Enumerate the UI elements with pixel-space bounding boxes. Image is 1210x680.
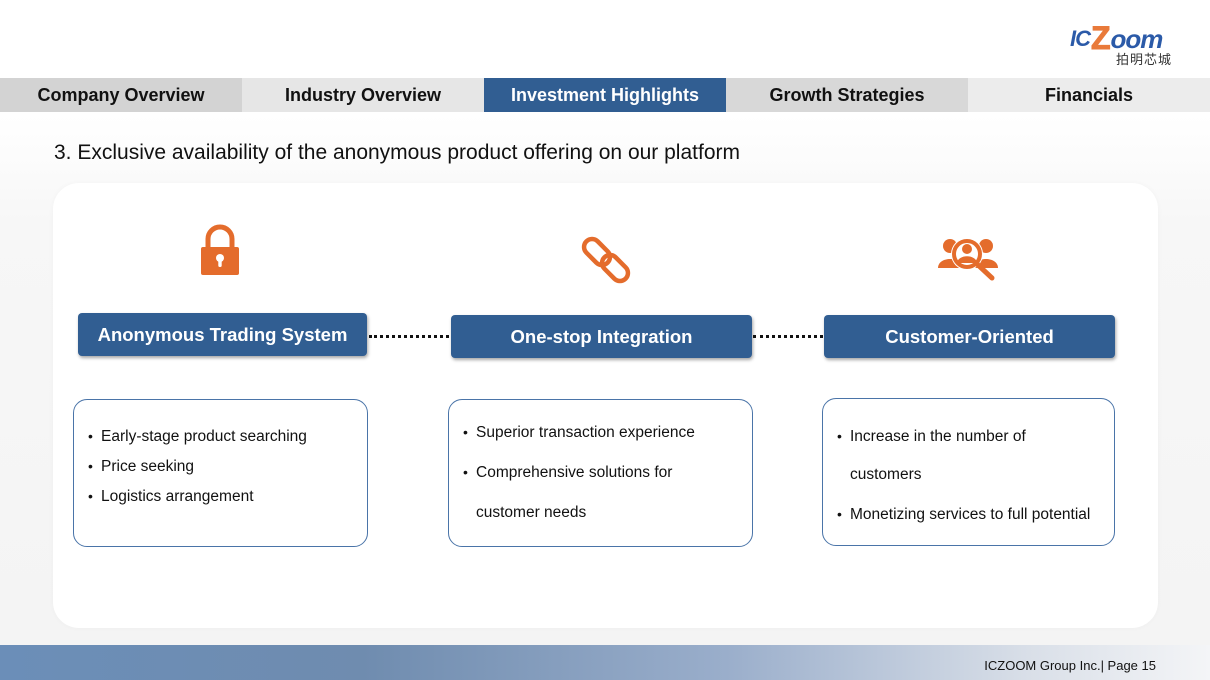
pillar-title-anonymous-trading: Anonymous Trading System <box>78 313 367 356</box>
page-title: 3. Exclusive availability of the anonymo… <box>54 141 740 164</box>
bullet-box-one-stop-integration: Superior transaction experience Comprehe… <box>448 399 753 547</box>
dotted-connector <box>753 335 823 338</box>
dotted-connector <box>369 335 449 338</box>
section-nav: Company Overview Industry Overview Inves… <box>0 78 1210 112</box>
bullet-item: Price seeking <box>88 458 307 476</box>
logo-ic: IC <box>1070 26 1091 51</box>
footer-page-label: ICZOOM Group Inc.| Page 15 <box>984 658 1156 673</box>
logo-chinese-name: 拍明芯城 <box>1116 53 1173 68</box>
bullet-item: Comprehensive solutions for <box>463 464 695 482</box>
logo-oom: oom <box>1110 24 1164 54</box>
pillar-title-one-stop-integration: One-stop Integration <box>451 315 752 358</box>
bullet-item: Superior transaction experience <box>463 424 695 442</box>
bullet-box-customer-oriented: Increase in the number of customers Mone… <box>822 398 1115 546</box>
footer-bar <box>0 645 1210 680</box>
bullet-item: Early-stage product searching <box>88 428 307 446</box>
bullet-box-anonymous-trading: Early-stage product searching Price seek… <box>73 399 368 547</box>
tab-industry-overview[interactable]: Industry Overview <box>242 78 484 112</box>
bullet-item-continuation: customer needs <box>476 504 587 521</box>
customer-search-icon <box>937 234 999 282</box>
bullet-item-continuation: customers <box>850 466 922 483</box>
chain-link-icon <box>580 234 632 286</box>
logo-z: Z <box>1091 20 1111 56</box>
pillar-title-customer-oriented: Customer-Oriented <box>824 315 1115 358</box>
tab-financials[interactable]: Financials <box>968 78 1210 112</box>
tab-investment-highlights[interactable]: Investment Highlights <box>484 78 726 112</box>
tab-company-overview[interactable]: Company Overview <box>0 78 242 112</box>
bullet-item: Logistics arrangement <box>88 488 307 506</box>
lock-icon <box>199 224 241 276</box>
bullet-item: Increase in the number of <box>837 428 1090 446</box>
bullet-item: Monetizing services to full potential <box>837 506 1090 524</box>
tab-growth-strategies[interactable]: Growth Strategies <box>726 78 968 112</box>
